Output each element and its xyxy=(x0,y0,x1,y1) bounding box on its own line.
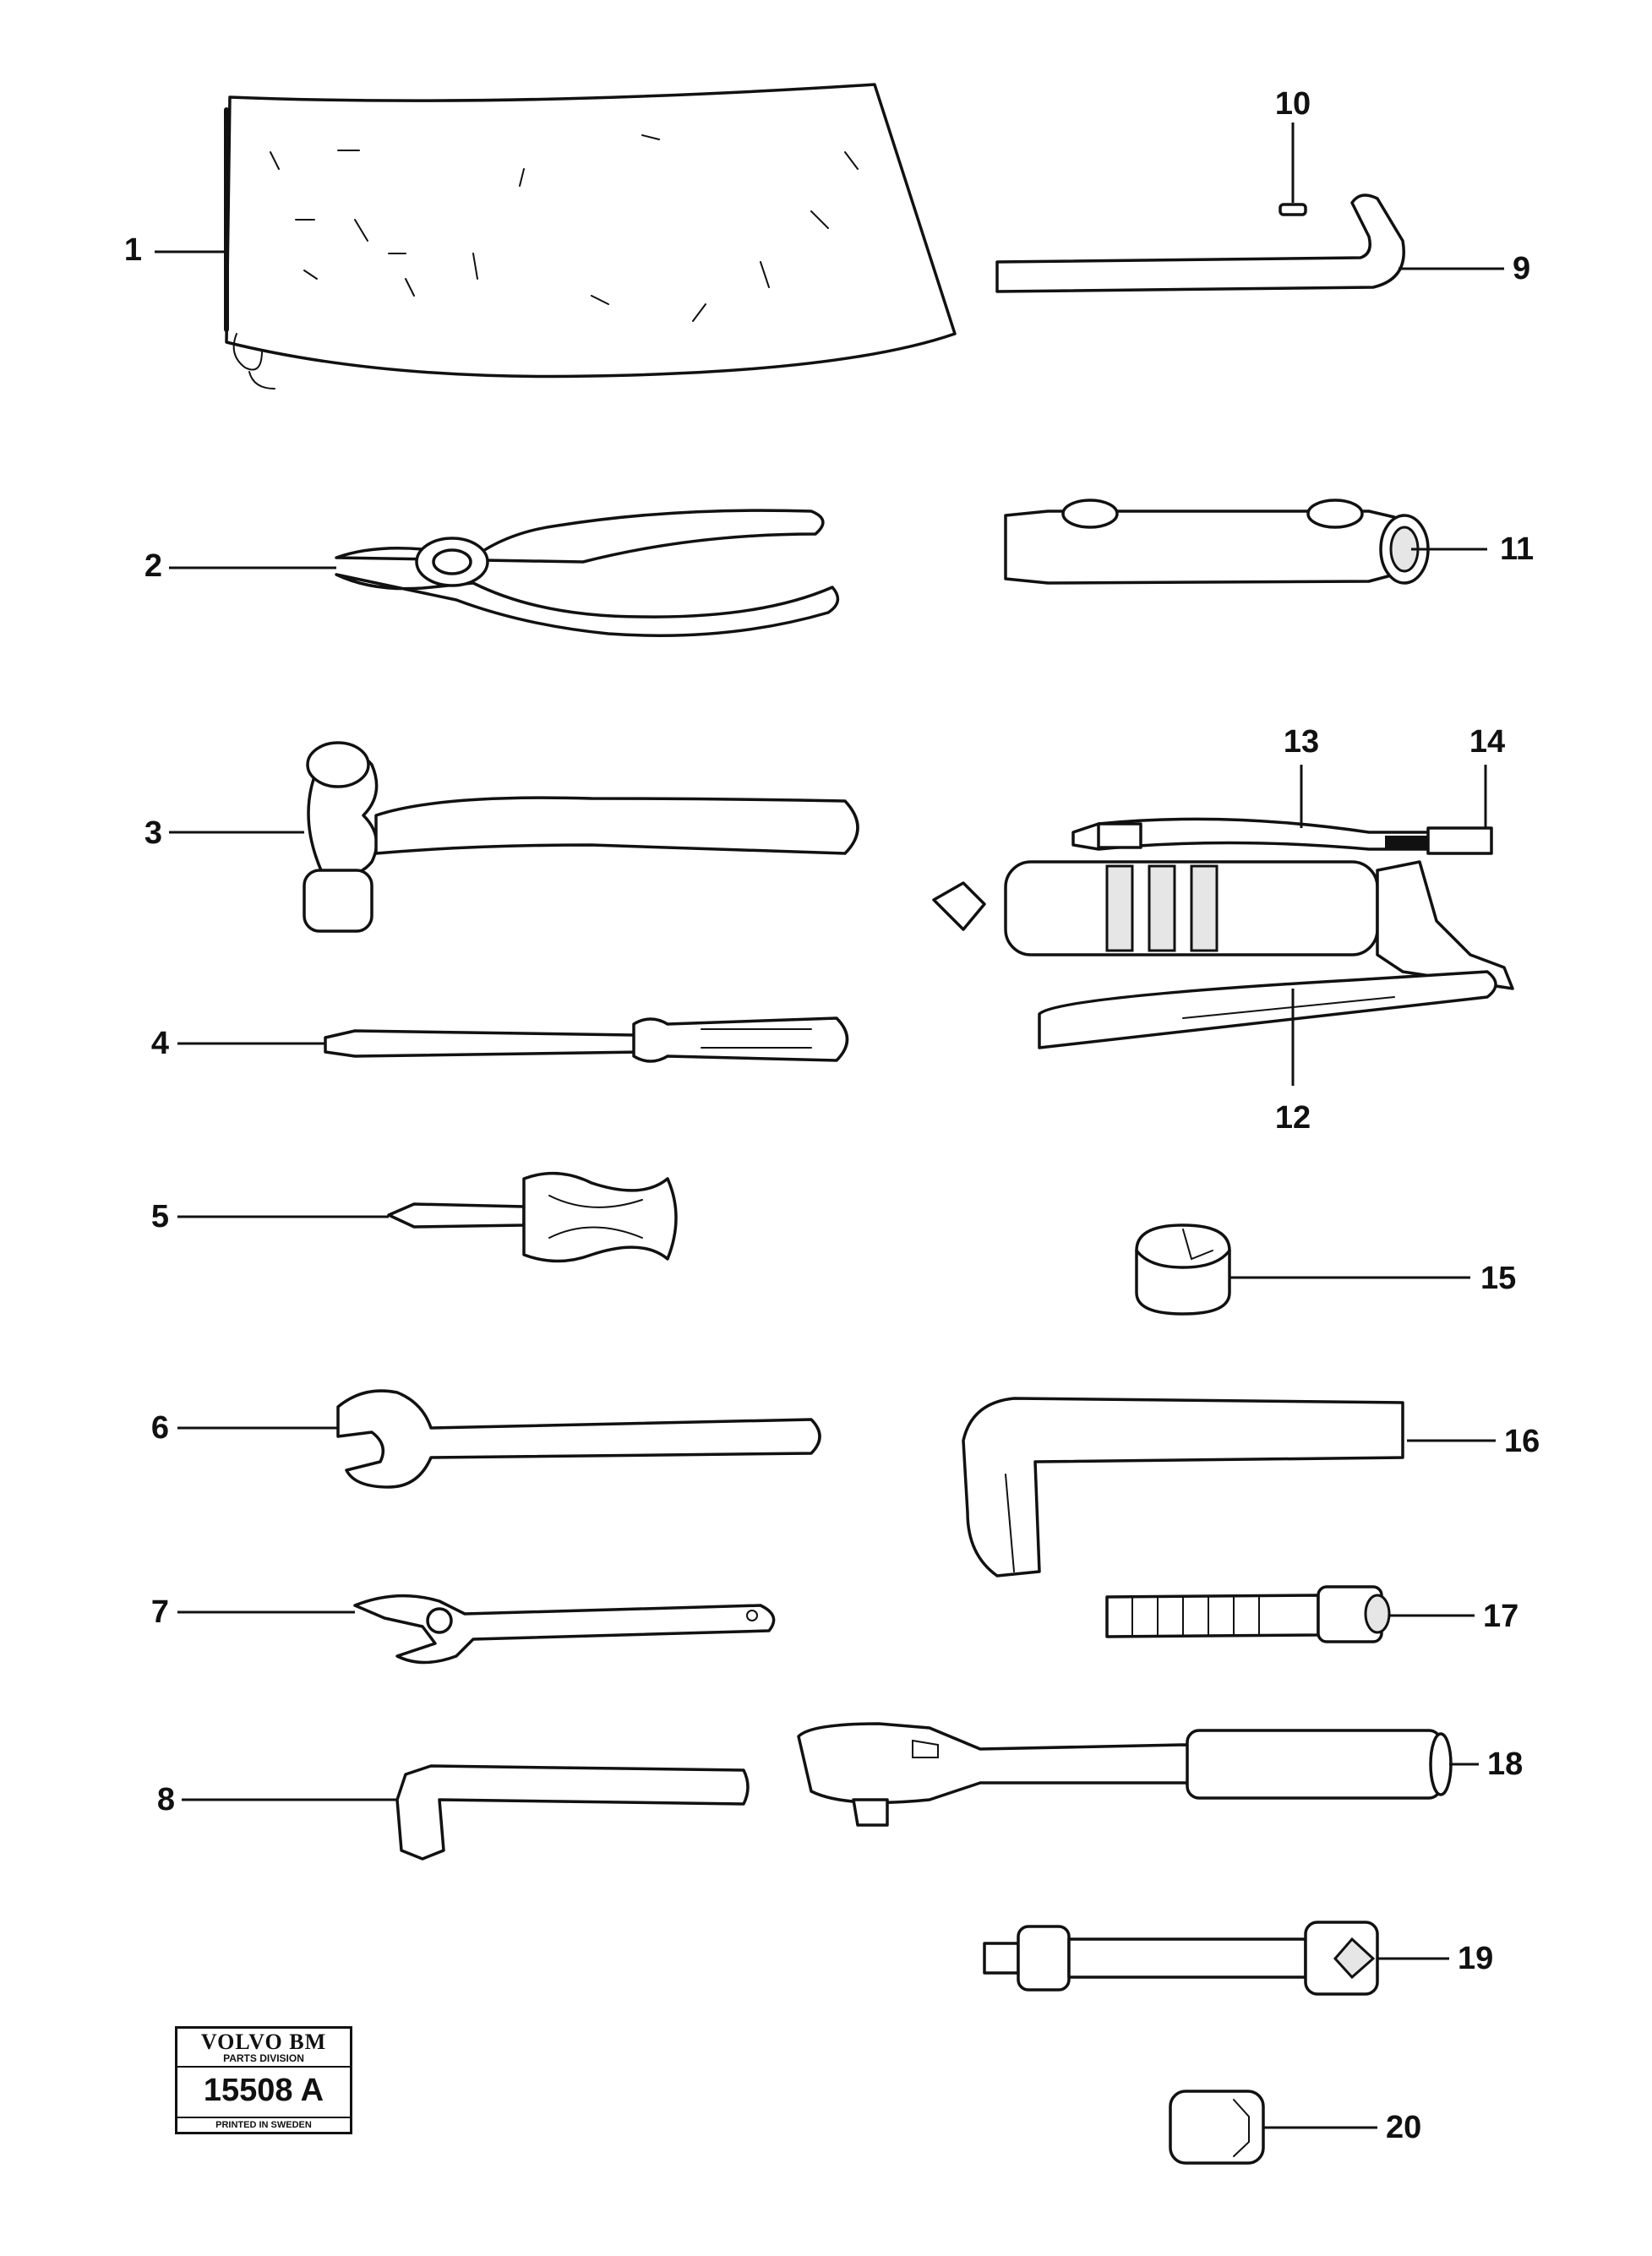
stamp-brand: VOLVO BM xyxy=(200,2030,327,2054)
callout-13: 13 xyxy=(1284,724,1319,760)
publisher-stamp: VOLVO BM PARTS DIVISION 15508 A PRINTED … xyxy=(175,2026,352,2134)
callout-5: 5 xyxy=(151,1199,169,1234)
callout-11: 11 xyxy=(1500,531,1534,567)
callout-6: 6 xyxy=(151,1410,169,1446)
callout-12: 12 xyxy=(1275,1100,1311,1136)
callout-16: 16 xyxy=(1504,1424,1540,1459)
socket xyxy=(1169,2090,1265,2165)
hex-key-large xyxy=(962,1397,1404,1578)
hex-key-small xyxy=(395,1764,750,1861)
callout-1: 1 xyxy=(124,232,142,268)
cross-screwdriver xyxy=(387,1171,678,1263)
callout-3: 3 xyxy=(144,815,162,851)
callout-14: 14 xyxy=(1469,724,1505,760)
callout-15: 15 xyxy=(1480,1261,1516,1296)
callout-4: 4 xyxy=(151,1026,169,1061)
callout-9: 9 xyxy=(1513,251,1530,286)
callout-19: 19 xyxy=(1458,1941,1493,1976)
callout-17: 17 xyxy=(1483,1599,1518,1634)
hammer xyxy=(303,741,859,933)
callout-7: 7 xyxy=(151,1594,169,1630)
stamp-number: 15508 A xyxy=(203,2073,324,2108)
stamp-footer: PRINTED IN SWEDEN xyxy=(177,2117,350,2132)
extension-bar xyxy=(983,1921,1379,1996)
l-wrench xyxy=(995,193,1405,293)
pliers xyxy=(335,509,840,637)
callout-10: 10 xyxy=(1275,86,1311,122)
adjustable-wrench xyxy=(353,1594,776,1665)
stamp-division: PARTS DIVISION xyxy=(177,2052,350,2068)
socket-ring xyxy=(1135,1223,1231,1316)
open-end-wrench xyxy=(336,1389,821,1489)
pin xyxy=(1279,203,1307,216)
callout-2: 2 xyxy=(144,548,162,584)
callout-20: 20 xyxy=(1386,2110,1421,2145)
flat-screwdriver xyxy=(324,1016,849,1063)
callout-8: 8 xyxy=(157,1782,175,1817)
ratchet-handle xyxy=(797,1722,1453,1827)
box-spanner xyxy=(1004,499,1430,585)
callout-18: 18 xyxy=(1487,1746,1523,1782)
tool-bag xyxy=(224,83,957,390)
grease-gun xyxy=(932,817,1514,1049)
bolt xyxy=(1105,1585,1391,1643)
